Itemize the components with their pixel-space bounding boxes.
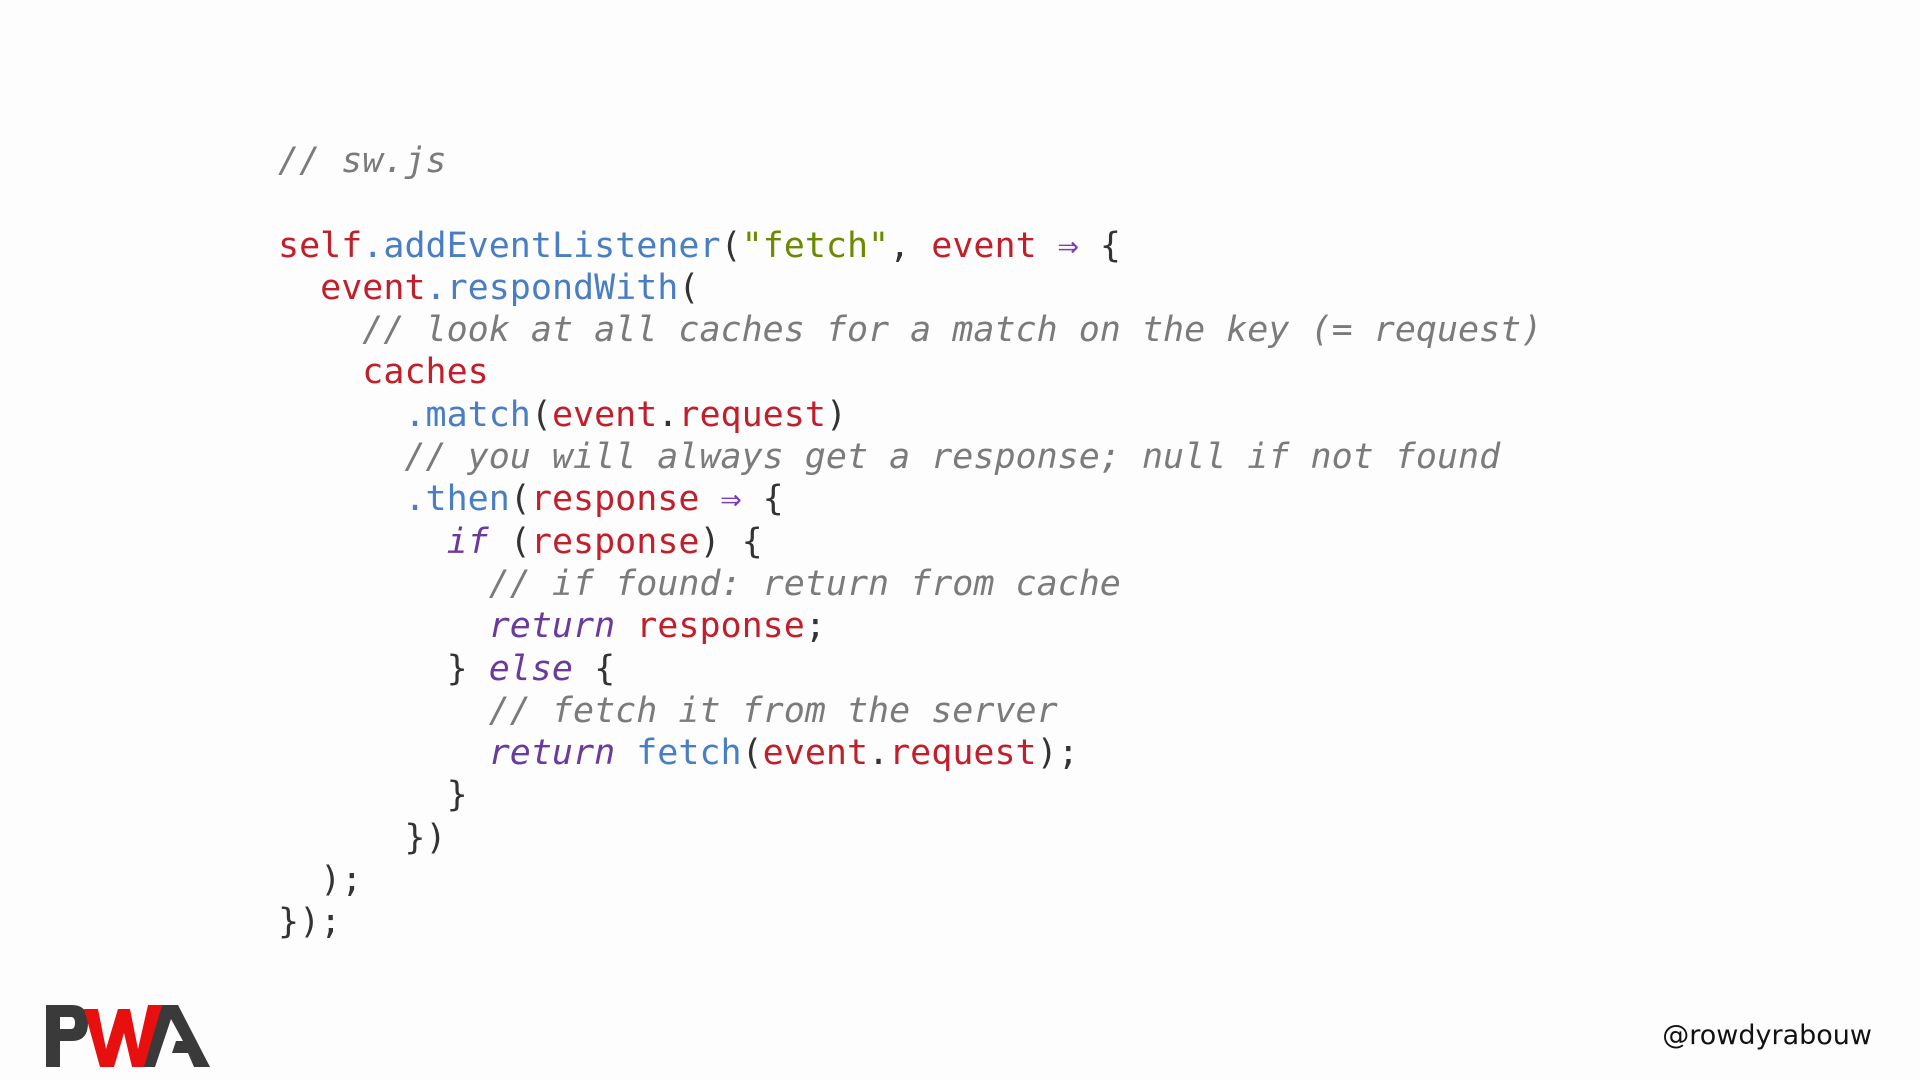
code-token-comment: // if found: return from cache: [488, 563, 1121, 604]
code-line: if (response) {: [278, 521, 1542, 563]
code-token-punc: [278, 310, 362, 350]
code-token-punc: [615, 733, 636, 773]
code-token-punc: ;: [804, 606, 826, 647]
code-token-punc: [278, 606, 489, 646]
code-line: .then(response ⇒ {: [278, 478, 1542, 520]
code-token-punc: }): [278, 817, 447, 858]
code-line: caches: [278, 351, 1542, 393]
code-line: });: [278, 901, 1542, 943]
code-token-var: event: [551, 394, 658, 435]
code-token-punc: [278, 479, 404, 519]
code-token-comment: // fetch it from the server: [488, 690, 1058, 731]
code-line: } else {: [278, 648, 1542, 690]
code-token-var: response: [530, 521, 700, 562]
code-token-kw: if: [446, 521, 489, 562]
code-token-fn: fetch: [636, 733, 742, 774]
code-line: self.addEventListener("fetch", event ⇒ {: [278, 225, 1542, 267]
code-token-var: request: [678, 394, 826, 435]
code-line: // sw.js: [278, 140, 1542, 182]
code-token-punc: [278, 437, 404, 477]
code-token-var: caches: [362, 352, 489, 393]
code-token-punc: .: [868, 733, 890, 774]
code-line: .match(event.request): [278, 394, 1542, 436]
code-line: [278, 182, 1542, 224]
code-token-fn: .respondWith: [425, 267, 679, 308]
code-token-punc: [278, 564, 489, 604]
code-token-punc: [278, 522, 447, 562]
code-token-op: ⇒: [1036, 225, 1100, 266]
code-token-punc: (: [509, 479, 531, 520]
code-line: return fetch(event.request);: [278, 732, 1542, 774]
code-token-punc: {: [573, 648, 616, 689]
code-token-punc: [278, 733, 489, 773]
code-token-fn: .match: [404, 394, 531, 435]
code-token-var: event: [931, 225, 1037, 266]
code-line: return response;: [278, 605, 1542, 647]
pwa-logo: [44, 1003, 212, 1069]
code-token-punc: );: [278, 860, 363, 901]
code-token-punc: .: [657, 394, 679, 435]
code-token-punc: [278, 352, 362, 392]
twitter-handle: @rowdyrabouw: [1662, 1020, 1872, 1051]
code-token-fn: .then: [404, 479, 510, 520]
code-token-punc: [278, 691, 489, 731]
code-token-var: event: [320, 267, 426, 308]
code-line: );: [278, 859, 1542, 901]
code-token-kw: return: [488, 606, 616, 647]
code-line: }): [278, 817, 1542, 859]
code-token-punc: [278, 268, 320, 308]
code-line: // if found: return from cache: [278, 563, 1542, 605]
code-token-var: request: [889, 733, 1037, 774]
code-token-punc: (: [741, 733, 763, 774]
code-token-var: event: [762, 733, 869, 774]
code-line: event.respondWith(: [278, 267, 1542, 309]
code-token-punc: );: [1036, 733, 1079, 774]
code-token-punc: [278, 395, 404, 435]
code-token-comment: // you will always get a response; null …: [404, 437, 1501, 478]
code-token-punc: {: [762, 479, 784, 520]
code-line: // look at all caches for a match on the…: [278, 309, 1542, 351]
code-line: }: [278, 774, 1542, 816]
code-token-punc: ): [825, 394, 847, 435]
code-token-comment: // look at all caches for a match on the…: [362, 310, 1543, 351]
code-token-var: response: [530, 479, 700, 520]
code-token-punc: (: [488, 521, 531, 562]
code-token-punc: (: [530, 394, 552, 435]
code-token-var: self: [278, 225, 363, 266]
code-token-punc: }: [278, 775, 468, 816]
code-token-punc: ) {: [699, 521, 763, 562]
code-token-kw: else: [488, 648, 574, 689]
code-token-punc: (: [678, 267, 700, 308]
code-line: // you will always get a response; null …: [278, 436, 1542, 478]
code-token-comment: // sw.js: [278, 141, 447, 181]
code-token-fn: .addEventListener: [362, 225, 721, 266]
code-token-op: ⇒: [699, 479, 763, 520]
code-token-punc: (: [720, 225, 742, 266]
code-token-punc: [615, 606, 636, 646]
code-token-kw: return: [488, 733, 616, 774]
code-token-punc: {: [1099, 225, 1121, 266]
code-token-punc: }: [278, 648, 489, 689]
code-line: // fetch it from the server: [278, 690, 1542, 732]
code-token-var: response: [636, 606, 805, 647]
code-token-punc: ,: [889, 225, 932, 266]
code-token-punc: });: [278, 902, 342, 943]
code-token-str: "fetch": [741, 225, 890, 266]
